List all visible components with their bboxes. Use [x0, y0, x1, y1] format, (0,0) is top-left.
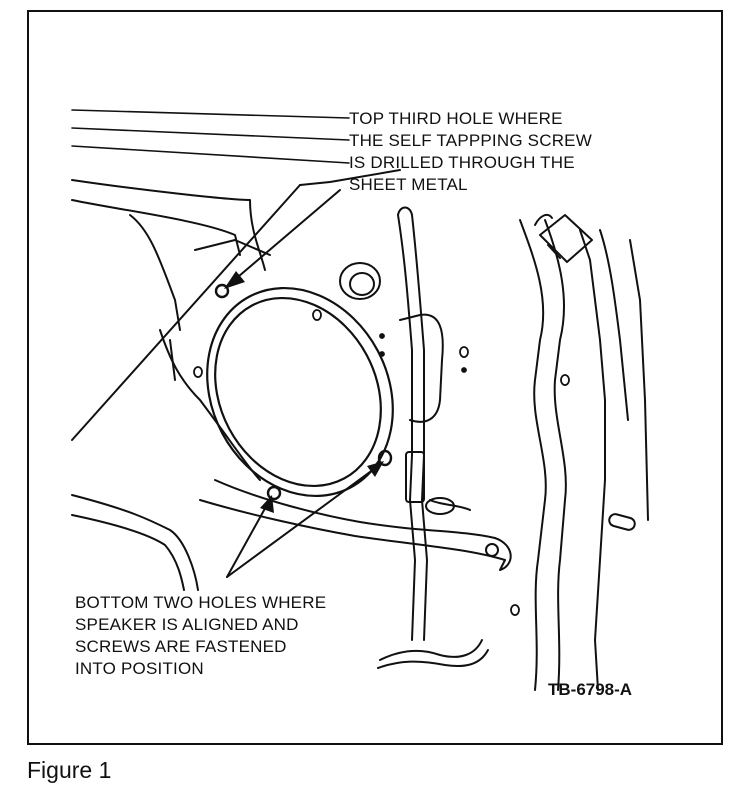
arrowhead-bottom-right: [367, 461, 384, 477]
slot-hole: [608, 513, 636, 531]
callout-top-line-3: IS DRILLED THROUGH THE: [349, 153, 575, 172]
figure-code: TB-6798-A: [548, 680, 633, 699]
callout-bottom-holes: BOTTOM TWO HOLES WHERE SPEAKER IS ALIGNE…: [75, 592, 326, 680]
callout-bottom-line-2: SPEAKER IS ALIGNED AND: [75, 615, 299, 634]
arrowhead-bottom-left: [260, 495, 274, 513]
small-holes: [193, 309, 570, 616]
arrow-top: [231, 189, 341, 283]
connector-icon: [534, 213, 593, 263]
callout-top-line-1: TOP THIRD HOLE WHERE: [349, 109, 563, 128]
callout-bottom-line-3: SCREWS ARE FASTENED: [75, 637, 287, 656]
door-edge-panel: [519, 219, 649, 691]
callout-top-line-2: THE SELF TAPPPING SCREW: [349, 131, 592, 150]
callout-top-hole: TOP THIRD HOLE WHERE THE SELF TAPPPING S…: [349, 108, 592, 196]
sheet-metal-outline: [71, 169, 401, 591]
arrow-bottom: [226, 465, 379, 578]
figure-caption: Figure 1: [27, 757, 112, 783]
arrowhead-top: [224, 271, 245, 289]
screw-holes: [214, 283, 393, 501]
callout-bottom-line-1: BOTTOM TWO HOLES WHERE: [75, 593, 327, 612]
wire-harness-icon: [377, 206, 489, 669]
wire-clip: [399, 313, 444, 423]
callout-top-line-4: SHEET METAL: [349, 175, 468, 194]
leader-lines-top: [71, 109, 350, 164]
grommet-hole: [339, 262, 381, 300]
oval-speaker-opening-icon: [206, 286, 394, 498]
mounting-strap: [199, 479, 512, 571]
callout-bottom-line-4: INTO POSITION: [75, 659, 204, 678]
